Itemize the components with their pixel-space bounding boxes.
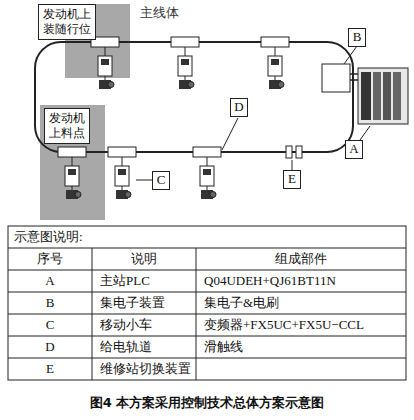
trolleys (58, 37, 289, 199)
table-cell: D (8, 336, 92, 358)
callout-box: C (152, 171, 170, 190)
callout-letter: D (231, 99, 247, 115)
leader-line (344, 46, 357, 64)
table-cell: 滑触线 (196, 336, 406, 358)
table-cell: 维修站切换装置 (92, 358, 196, 380)
callout-box: E (283, 170, 301, 189)
table-cell: C (8, 314, 92, 336)
table-cell: 集电子装置 (92, 292, 196, 314)
plc-module (373, 72, 381, 120)
moving-trolley (261, 37, 289, 89)
wire (350, 73, 358, 75)
part-label: 主线体 (140, 4, 220, 22)
plc-rack (358, 68, 408, 124)
table-cell: 集电子&电刷 (196, 292, 406, 314)
moving-trolley (171, 37, 199, 89)
moving-trolley (193, 147, 221, 199)
table-cell: 变频器+FX5UC+FX5U−CCL (196, 314, 406, 336)
callout-box: A (345, 140, 363, 159)
table-grid (8, 248, 406, 380)
table-cell: 给电轨道 (92, 336, 196, 358)
table-cell: 主站PLC (92, 270, 196, 292)
table-frame (8, 226, 406, 380)
table-cell: 移动小车 (92, 314, 196, 336)
collector-device (322, 64, 350, 92)
table-heading: 示意图说明: (8, 226, 406, 248)
switch-device (286, 146, 292, 158)
callout-letter: C (153, 172, 169, 188)
table-header: 组成部件 (196, 248, 406, 270)
moving-trolley (108, 147, 136, 199)
plc-module (361, 72, 371, 120)
callout-letter: E (284, 171, 300, 187)
table-header: 说明 (92, 248, 196, 270)
table-cell: E (8, 358, 92, 380)
table-header: 序号 (8, 248, 92, 270)
callout-box: D (230, 98, 248, 117)
leader-line (360, 126, 370, 140)
leader-line (292, 160, 293, 170)
power-rail-loop (35, 42, 353, 152)
plc-module (393, 72, 401, 120)
leader-line (136, 180, 152, 181)
moving-trolley (58, 147, 86, 199)
station-name: 发动机上料点 (49, 111, 85, 141)
switch-device (296, 146, 302, 158)
moving-trolley (91, 37, 119, 89)
callout-letter: B (349, 29, 365, 45)
leader-line (222, 118, 238, 150)
plc-module (383, 72, 391, 120)
wire (350, 79, 358, 81)
station-name: 发动机上装随行位 (43, 7, 91, 37)
figure-caption: 图4 本方案采用控制技术总体方案示意图 (0, 394, 414, 412)
station-label-box: 发动机上装随行位 (38, 4, 96, 40)
grey-zone (40, 105, 105, 220)
table-cell: A (8, 270, 92, 292)
callout-letter: A (346, 141, 362, 157)
table-cell: B (8, 292, 92, 314)
station-label-box: 发动机上料点 (44, 108, 90, 144)
callout-box: B (348, 28, 366, 47)
table-cell: Q04UDEH+QJ61BT11N (196, 270, 406, 292)
